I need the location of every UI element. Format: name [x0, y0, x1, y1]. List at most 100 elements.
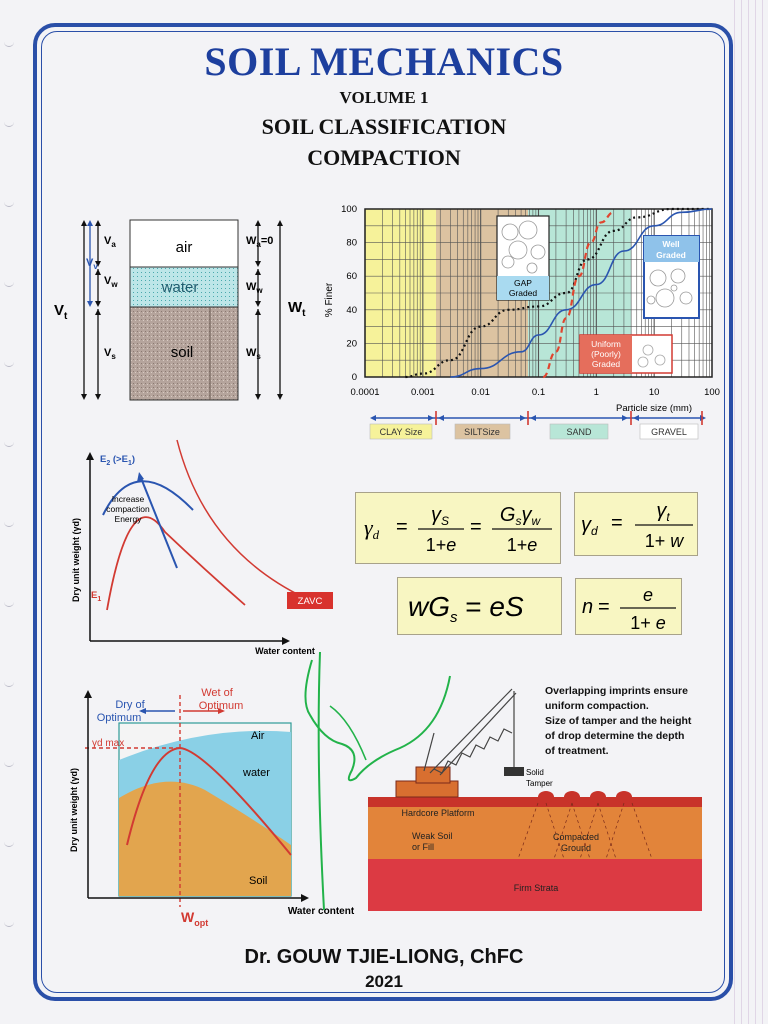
vt-label: V — [54, 302, 64, 319]
vs-label: V — [104, 347, 112, 359]
wet-optimum-label: Optimum — [199, 700, 244, 712]
svg-text:γd: γd — [581, 514, 598, 538]
punch-hole — [4, 440, 14, 447]
optimum-ylabel: Dry unit weight (γd) — [69, 768, 79, 852]
y-tick-label: 100 — [341, 204, 357, 215]
vw-sub: w — [110, 280, 118, 289]
svg-text:Wt: Wt — [288, 299, 306, 319]
compaction-ylabel: Dry unit weight (γd) — [71, 518, 81, 602]
punch-hole — [4, 520, 14, 527]
book-title: SOIL MECHANICS — [204, 39, 564, 84]
formula-box-porosity: n = e 1+ e — [575, 578, 682, 635]
compacted-label-2: Ground — [561, 843, 591, 853]
publication-year: 2021 — [365, 972, 403, 991]
uniform-graded-curve — [542, 211, 614, 379]
svg-text:γS: γS — [431, 504, 449, 528]
peak-trend-arrow — [140, 477, 178, 569]
phase-water-label: water — [161, 279, 199, 296]
vt-sub: t — [64, 311, 68, 322]
y-tick-label: 40 — [346, 305, 357, 316]
punch-hole — [4, 360, 14, 367]
dynamic-compaction-illustration: Solid Tamper Hardcore Platform Weak Soil… — [368, 688, 702, 911]
punch-hole — [4, 840, 14, 847]
svg-text:Wa=0: Wa=0 — [246, 235, 273, 249]
optimum-xlabel: Water content — [288, 906, 355, 917]
svg-text:Ww: Ww — [246, 281, 263, 295]
grad-xlabel: Particle size (mm) — [616, 403, 692, 414]
x-tick-label: 0.001 — [411, 387, 435, 398]
svg-text:Va: Va — [104, 235, 116, 249]
zone-air-label: Air — [251, 730, 265, 742]
phase-air-label: air — [176, 239, 193, 256]
punch-hole — [4, 680, 14, 687]
e2-label: E — [100, 454, 106, 465]
punch-hole — [4, 40, 14, 47]
well-graded-inset: Well Graded — [643, 235, 700, 319]
svg-text:γd: γd — [364, 515, 380, 542]
x-tick-label: 10 — [649, 387, 660, 398]
weak-soil-label-1: Weak Soil — [412, 831, 452, 841]
ws-label: W — [246, 347, 257, 359]
punch-hole — [4, 280, 14, 287]
author-name: Dr. GOUW TJIE-LIONG, ChFC — [244, 946, 524, 968]
outer-frame — [33, 23, 733, 1001]
tamping-caption: Overlapping imprints ensure uniform comp… — [545, 685, 692, 757]
x-tick-label: 0.1 — [532, 387, 545, 398]
gap-label-1: GAP — [514, 278, 532, 288]
punch-hole — [4, 760, 14, 767]
uniform-label-2: (Poorly) — [591, 349, 621, 359]
band-clay: CLAY Size — [380, 427, 423, 437]
tamper-label-1: Solid — [526, 768, 544, 777]
subtitle-compaction: COMPACTION — [307, 145, 461, 170]
phase-soil-label: soil — [171, 344, 194, 361]
svg-text:Wopt: Wopt — [181, 909, 208, 928]
x-tick-label: 1 — [594, 387, 599, 398]
punch-hole — [4, 600, 14, 607]
optimum-moisture-chart: Dry of Optimum Wet of Optimum γd max Air… — [69, 687, 355, 928]
svg-text:E2 (>E1): E2 (>E1) — [100, 454, 135, 467]
vw-label: V — [104, 275, 112, 287]
vs-sub: s — [111, 352, 116, 361]
compacted-label-1: Compacted — [553, 832, 599, 842]
punch-hole — [4, 120, 14, 127]
y-tick-label: 60 — [346, 271, 357, 282]
gap-graded-curve — [405, 207, 712, 379]
soil-zone — [119, 781, 291, 896]
handwritten-signature — [304, 651, 451, 911]
wt-label: W — [288, 299, 303, 316]
svg-text:=: = — [598, 596, 610, 618]
compaction-xlabel: Water content — [255, 646, 315, 656]
punch-hole — [4, 200, 14, 207]
notebook-margin-lines — [728, 0, 768, 1024]
wopt-label: W — [181, 909, 195, 925]
formula-box-gamma-d: γd = γS 1+e = Gsγw 1+e — [355, 492, 561, 564]
uniform-label-3: Graded — [592, 359, 621, 369]
svg-text:e: e — [643, 585, 653, 605]
svg-text:1+ w: 1+ w — [645, 531, 685, 551]
y-tick-label: 80 — [346, 238, 357, 249]
svg-text:1+e: 1+e — [507, 535, 538, 555]
well-label-1: Well — [662, 239, 679, 249]
vv-label: V — [86, 257, 94, 269]
wa-label: W — [246, 235, 257, 247]
gap-graded-inset: GAP Graded — [496, 215, 550, 301]
uniform-label-1: Uniform — [591, 339, 621, 349]
svg-text:Ws: Ws — [246, 347, 261, 361]
svg-text:E1: E1 — [91, 590, 101, 603]
svg-text:=: = — [396, 516, 408, 538]
x-tick-label: 0.01 — [471, 387, 490, 398]
energy-note-2: compaction — [106, 504, 150, 514]
svg-text:Vw: Vw — [104, 275, 118, 289]
volume-label: VOLUME 1 — [339, 88, 429, 107]
e1-label: E — [91, 590, 97, 601]
ww-label: W — [246, 281, 257, 293]
svg-text:wGs = eS: wGs = eS — [408, 591, 524, 626]
va-label: V — [104, 235, 112, 247]
ww-sub: w — [255, 286, 263, 295]
svg-text:Gsγw: Gsγw — [500, 504, 542, 528]
well-graded-curve — [450, 208, 713, 378]
gap-label-2: Graded — [509, 288, 538, 298]
vv-sub: v — [93, 262, 98, 271]
well-label-2: Graded — [656, 250, 686, 260]
punch-hole — [4, 920, 14, 927]
